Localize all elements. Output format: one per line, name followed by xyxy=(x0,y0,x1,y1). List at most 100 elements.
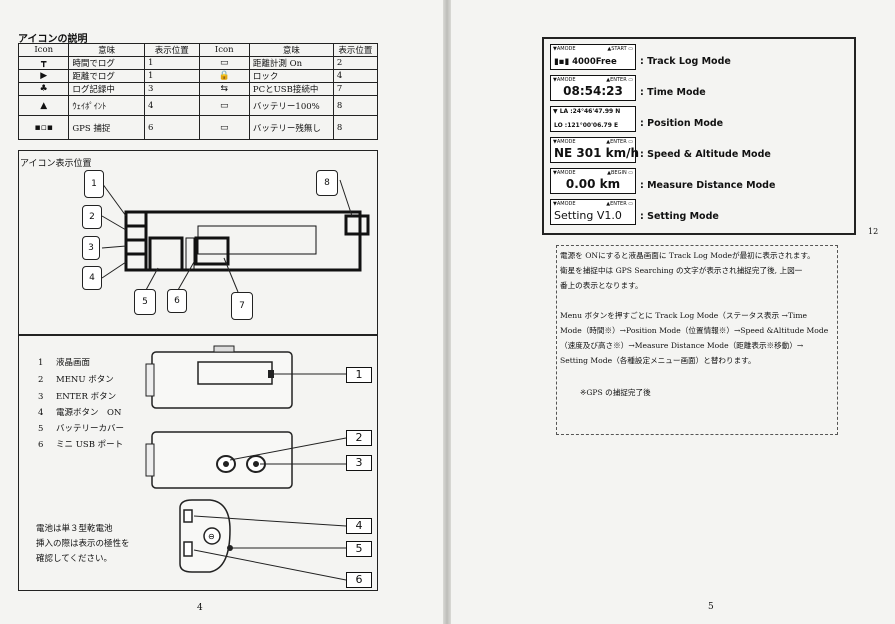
table-cell: バッテリー100% xyxy=(248,95,334,116)
table-row: ▶ 距離でログ 1 🔒 ロック 4 xyxy=(17,69,379,83)
col-position-2: 表示位置 xyxy=(332,43,379,57)
lcd-speed: ▼AMODE▲ENTER ▭ NE 301 km/h xyxy=(550,137,639,163)
icon-slot-6b xyxy=(194,236,230,266)
lcd-track-log: ▼AMODE▲START ▭ ▮▪▮ 4000Free xyxy=(550,44,636,70)
leader-2 xyxy=(101,215,127,231)
leader-menu xyxy=(229,437,347,461)
table-cell: 1 xyxy=(143,56,200,70)
table-cell: 8 xyxy=(332,115,379,140)
battery-empty-icon: ▭ xyxy=(198,115,250,140)
description-line: Mode（時間※）→Position Mode（位置情報※）→Speed &Al… xyxy=(560,326,829,335)
icon-explanation-title: アイコンの説明 xyxy=(18,34,88,45)
footnote: ※GPS の捕捉完了後 xyxy=(580,388,651,397)
table-cell: ｳｪｲﾎﾟｲﾝﾄ xyxy=(68,95,145,116)
description-line: （速度及び高さ※）→Measure Distance Mode（距離表示※移動）… xyxy=(560,341,804,350)
callout-5: 5 xyxy=(134,289,156,315)
col-meaning-2: 意味 xyxy=(248,43,334,57)
label-setting: : Setting Mode xyxy=(640,211,719,222)
icon-table: Icon 意味 表示位置 Icon 意味 表示位置 ┳ 時間でログ 1 ▭ 距離… xyxy=(17,43,379,140)
table-cell: ログ記録中 xyxy=(68,82,145,96)
device-drawing: ⊖ xyxy=(145,345,347,581)
label-position: : Position Mode xyxy=(640,118,724,129)
waypoint-icon: ▲ xyxy=(17,95,70,116)
icon-position-frame xyxy=(18,150,378,335)
screen-outline xyxy=(124,210,362,272)
callout-2: 2 xyxy=(82,205,102,229)
table-cell: 7 xyxy=(332,82,379,96)
device-label-6: 6 xyxy=(346,572,372,588)
table-row: ▪▫▪ GPS 捕捉 6 ▭ バッテリー残無し 8 xyxy=(17,115,379,140)
table-cell: 4 xyxy=(332,69,379,83)
description-line: Setting Mode（各種設定メニュー画面）と替わります。 xyxy=(560,356,756,365)
battery-full-icon: ▭ xyxy=(198,95,250,116)
svg-text:⊖: ⊖ xyxy=(208,532,215,541)
lcd-position: ▼ LA :24°46'47.99 N LO :121°00'06.79 E xyxy=(550,106,636,132)
callout-6: 6 xyxy=(167,289,187,313)
callout-1: 1 xyxy=(84,170,104,198)
device-top-body xyxy=(151,351,293,409)
table-cell: 距離でログ xyxy=(68,69,145,83)
right-page xyxy=(447,0,895,624)
leader-1 xyxy=(101,182,127,217)
time-log-icon: ┳ xyxy=(17,56,70,70)
text-area xyxy=(197,225,317,255)
device-top-button xyxy=(213,345,235,353)
callout-7: 7 xyxy=(231,292,253,320)
leader-4 xyxy=(101,261,127,279)
table-row: ┳ 時間でログ 1 ▭ 距離計測 On 2 xyxy=(17,56,379,70)
table-cell: 1 xyxy=(143,69,200,83)
table-cell: PCとUSB接続中 xyxy=(248,82,334,96)
lcd-modes-frame xyxy=(542,37,856,235)
icon-slot-5 xyxy=(148,236,184,272)
table-cell: 4 xyxy=(143,95,200,116)
description-line: 衛星を捕捉中は GPS Searching の文字が表示され捕捉完了後, 上図一 xyxy=(560,266,803,275)
icon-slot-6 xyxy=(185,237,195,271)
description-para-1: 電源を ONにすると液晶画面に Track Log Modeが最初に表示されます… xyxy=(560,248,834,293)
lcd-time: ▼AMODE▲ENTER ▭ 08:54:23 xyxy=(550,75,636,101)
margin-number: 12 xyxy=(868,227,879,236)
battery-note-line: 電池は単３型乾電池 xyxy=(36,524,113,534)
device-top-cap xyxy=(145,363,155,397)
table-row: ♣ ログ記録中 3 ⇆ PCとUSB接続中 7 xyxy=(17,82,379,96)
device-label-1: 1 xyxy=(346,367,372,383)
battery-cover-shape xyxy=(203,527,221,545)
col-position-1: 表示位置 xyxy=(143,43,200,57)
col-icon-1: Icon xyxy=(17,43,70,57)
device-label-3: 3 xyxy=(346,455,372,471)
icon-table-header: Icon 意味 表示位置 Icon 意味 表示位置 xyxy=(17,43,379,57)
leader-usb xyxy=(193,549,347,581)
icon-position-diagram xyxy=(101,179,370,293)
lcd-distance: ▼AMODE▲BEGIN ▭ 0.00 km xyxy=(550,168,636,194)
battery-note-line: 挿入の際は表示の極性を xyxy=(36,539,130,549)
label-track-log: : Track Log Mode xyxy=(640,56,731,67)
icon-slot-4 xyxy=(124,252,148,272)
table-cell: 3 xyxy=(143,82,200,96)
table-cell: バッテリー残無し xyxy=(248,115,334,140)
lcd-setting: ▼AMODE▲ENTER ▭ Setting V1.0 xyxy=(550,199,636,225)
leader-8 xyxy=(339,179,353,217)
usb-icon: ⇆ xyxy=(198,82,250,96)
distance-log-icon: ▶ xyxy=(17,69,70,83)
label-time: : Time Mode xyxy=(640,87,706,98)
table-cell: 8 xyxy=(332,95,379,116)
table-cell: 2 xyxy=(332,56,379,70)
leader-6 xyxy=(177,261,195,291)
table-cell: ロック xyxy=(248,69,334,83)
device-label-5: 5 xyxy=(346,541,372,557)
table-cell: 6 xyxy=(143,115,200,140)
callout-4: 4 xyxy=(82,266,102,290)
leader-7 xyxy=(223,257,239,293)
icon-slot-1 xyxy=(124,210,148,228)
icon-slot-8 xyxy=(344,214,370,236)
leader-3 xyxy=(101,245,127,249)
description-box xyxy=(556,245,838,435)
gps-fix-icon: ▪▫▪ xyxy=(17,115,70,140)
leader-power xyxy=(193,515,347,527)
label-distance: : Measure Distance Mode xyxy=(640,180,776,191)
device-side-cap xyxy=(145,443,155,477)
